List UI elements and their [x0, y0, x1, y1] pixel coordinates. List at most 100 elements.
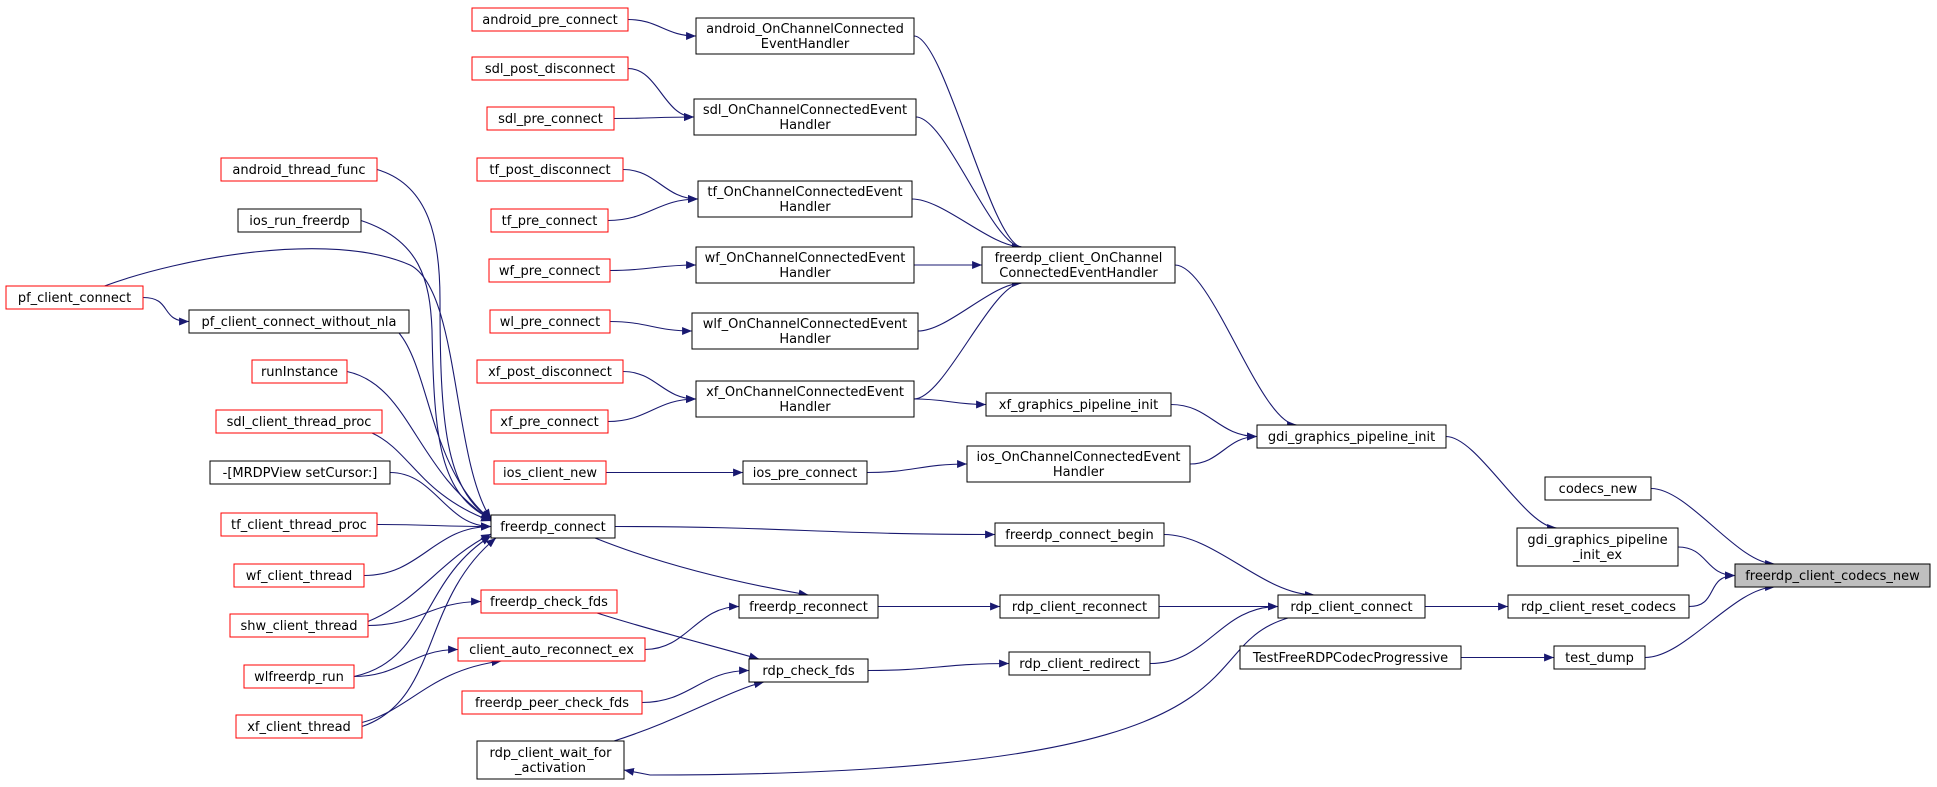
function-node-label: ios_OnChannelConnectedEvent [977, 450, 1181, 465]
function-node-xf_graphics_pipeline_init[interactable]: xf_graphics_pipeline_init [985, 392, 1172, 417]
function-node-xf_post_disconnect[interactable]: xf_post_disconnect [476, 359, 624, 384]
function-node-label: tf_client_thread_proc [231, 518, 367, 533]
call-edge-gdi_graphics_pipeline_init-to-gdi_graphics_pipeline_init_ex [1445, 435, 1558, 532]
call-edge-rdp_client_wait_for_activation-to-rdp_client_connect [623, 617, 1289, 776]
function-node-label: freerdp_check_fds [490, 595, 608, 610]
call-edge-freerdp_client_OnChannelConnectedEventHandler-to-gdi_graphics_pipeline_init [1174, 264, 1298, 429]
function-node-sdl_pre_connect[interactable]: sdl_pre_connect [486, 106, 615, 131]
function-node-box [235, 714, 363, 739]
function-node-freerdp_peer_check_fds[interactable]: freerdp_peer_check_fds [461, 690, 643, 715]
function-node-label: Handler [779, 332, 831, 347]
function-node-box [476, 157, 624, 182]
function-node-box [742, 460, 868, 485]
function-node-TestFreeRDPCodecProgressive[interactable]: TestFreeRDPCodecProgressive [1239, 645, 1462, 670]
function-node-MRDPView_setCursor[interactable]: -[MRDPView setCursor:] [209, 460, 391, 485]
call-edge-wlfreerdp_run-to-freerdp_connect [353, 535, 492, 678]
function-node-android_pre_connect[interactable]: android_pre_connect [471, 7, 629, 32]
call-edge-rdp_client_wait_for_activation-to-rdp_check_fds [613, 680, 765, 742]
function-node-box [493, 460, 607, 485]
function-node-freerdp_reconnect[interactable]: freerdp_reconnect [738, 594, 879, 619]
function-node-rdp_client_connect[interactable]: rdp_client_connect [1277, 594, 1426, 619]
function-node-box [251, 359, 348, 384]
function-node-rdp_client_wait_for_activation[interactable]: rdp_client_wait_for_activation [476, 740, 625, 780]
function-node-wf_client_thread[interactable]: wf_client_thread [233, 563, 365, 588]
function-node-wlfreerdp_run[interactable]: wlfreerdp_run [243, 664, 355, 689]
function-node-box [215, 409, 383, 434]
function-node-freerdp_client_OnChannelConnectedEventHandler[interactable]: freerdp_client_OnChannelConnectedEventHa… [981, 246, 1176, 284]
node-layer: android_pre_connect android_OnChannelConn… [5, 7, 1931, 780]
function-node-box [471, 56, 629, 81]
function-node-box [476, 740, 625, 780]
function-node-client_auto_reconnect_ex[interactable]: client_auto_reconnect_ex [457, 637, 646, 662]
function-node-pf_client_connect[interactable]: pf_client_connect [5, 285, 144, 310]
function-node-label: tf_pre_connect [502, 214, 598, 229]
function-node-pf_client_connect_without_nla[interactable]: pf_client_connect_without_nla [188, 309, 410, 334]
function-node-box [1008, 651, 1151, 676]
function-node-box [220, 157, 378, 182]
call-edge-ios_pre_connect-to-ios_OnChannelConnectedEventHandler [866, 460, 968, 474]
call-edge-shw_client_thread-to-freerdp_check_fds [367, 597, 482, 627]
function-node-xf_client_thread[interactable]: xf_client_thread [235, 714, 363, 739]
function-node-label: ios_run_freerdp [249, 214, 349, 229]
function-node-ios_run_freerdp[interactable]: ios_run_freerdp [237, 208, 362, 233]
function-node-rdp_client_reconnect[interactable]: rdp_client_reconnect [999, 594, 1160, 619]
function-node-label: rdp_check_fds [762, 664, 855, 679]
function-node-sdl_post_disconnect[interactable]: sdl_post_disconnect [471, 56, 629, 81]
function-node-tf_pre_connect[interactable]: tf_pre_connect [490, 208, 609, 233]
call-edge-shw_client_thread-to-freerdp_connect [367, 533, 492, 623]
call-edge-rdp_check_fds-to-rdp_client_redirect [867, 659, 1010, 672]
function-node-ios_pre_connect[interactable]: ios_pre_connect [742, 460, 868, 485]
function-node-box [471, 7, 629, 32]
function-node-xf_pre_connect[interactable]: xf_pre_connect [490, 409, 609, 434]
function-node-box [488, 258, 611, 283]
function-node-tf_post_disconnect[interactable]: tf_post_disconnect [476, 157, 624, 182]
function-node-label: pf_client_connect_without_nla [201, 315, 396, 330]
function-node-codecs_new[interactable]: codecs_new [1544, 476, 1652, 501]
call-edge-pf_client_connect-to-pf_client_connect_without_nla [142, 296, 190, 326]
function-node-box [1544, 476, 1652, 501]
function-node-freerdp_connect_begin[interactable]: freerdp_connect_begin [994, 522, 1165, 547]
function-node-sdl_client_thread_proc[interactable]: sdl_client_thread_proc [215, 409, 383, 434]
function-node-label: TestFreeRDPCodecProgressive [1252, 651, 1448, 666]
function-node-box [243, 664, 355, 689]
function-node-label: sdl_OnChannelConnectedEvent [703, 103, 907, 118]
function-node-shw_client_thread[interactable]: shw_client_thread [229, 613, 369, 638]
function-node-rdp_client_redirect[interactable]: rdp_client_redirect [1008, 651, 1151, 676]
function-node-label: EventHandler [761, 37, 850, 52]
call-edge-tf_pre_connect-to-tf_OnChannelConnectedEventHandler [607, 195, 699, 222]
function-node-rdp_check_fds[interactable]: rdp_check_fds [748, 658, 869, 683]
function-node-label: Handler [1053, 465, 1105, 480]
function-node-runInstance[interactable]: runInstance [251, 359, 348, 384]
function-node-box [966, 445, 1191, 483]
function-node-box [1553, 645, 1646, 670]
function-node-box [695, 380, 915, 418]
call-edge-xf_OnChannelConnectedEventHandler-to-freerdp_client_OnChannelConnectedEventHandler [913, 279, 1023, 400]
function-node-freerdp_client_codecs_new: freerdp_client_codecs_new [1734, 563, 1931, 588]
function-node-gdi_graphics_pipeline_init[interactable]: gdi_graphics_pipeline_init [1256, 424, 1447, 449]
function-node-ios_client_new[interactable]: ios_client_new [493, 460, 607, 485]
function-node-wl_pre_connect[interactable]: wl_pre_connect [489, 309, 611, 334]
function-node-rdp_client_reset_codecs[interactable]: rdp_client_reset_codecs [1507, 594, 1690, 619]
call-edge-wf_pre_connect-to-wf_OnChannelConnectedEventHandler [609, 261, 697, 272]
call-edge-wf_client_thread-to-freerdp_connect [363, 522, 492, 577]
function-node-android_thread_func[interactable]: android_thread_func [220, 157, 378, 182]
function-node-wf_pre_connect[interactable]: wf_pre_connect [488, 258, 611, 283]
call-edge-rdp_client_redirect-to-rdp_client_connect [1149, 602, 1279, 665]
function-node-gdi_graphics_pipeline_init_ex[interactable]: gdi_graphics_pipeline_init_ex [1516, 527, 1679, 567]
function-node-label: Handler [779, 400, 831, 415]
call-edge-rdp_client_reset_codecs-to-freerdp_client_codecs_new [1688, 571, 1736, 608]
function-node-freerdp_check_fds[interactable]: freerdp_check_fds [480, 589, 618, 614]
function-node-box [1277, 594, 1426, 619]
function-node-test_dump[interactable]: test_dump [1553, 645, 1646, 670]
function-node-box [490, 409, 609, 434]
function-node-tf_client_thread_proc[interactable]: tf_client_thread_proc [220, 512, 378, 537]
function-node-freerdp_connect[interactable]: freerdp_connect [490, 514, 616, 539]
function-node-label: _activation [514, 761, 586, 776]
